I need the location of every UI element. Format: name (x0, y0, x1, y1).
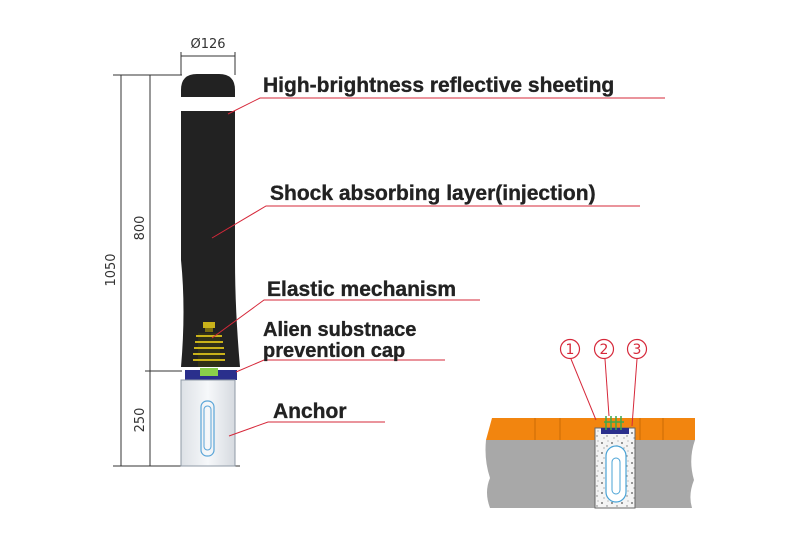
dimension-lines (113, 52, 240, 467)
label-cap-line1: Alien substnace (263, 319, 416, 341)
label-reflective-sheeting: High-brightness reflective sheeting (263, 74, 614, 97)
bollard-body (181, 74, 240, 367)
ground-base (485, 440, 695, 508)
cap-plate (200, 368, 218, 376)
leader-lines (211, 97, 665, 437)
cross-section-mechanism (604, 416, 624, 430)
ground-surface-layer (486, 418, 695, 440)
anchor-sleeve (180, 379, 236, 467)
body-height-dimension: 800 (133, 216, 148, 241)
cross-section-cap (601, 428, 629, 434)
anchor-slot-outer (200, 400, 215, 457)
label-cap-line2: prevention cap (263, 340, 405, 362)
anchor-height-dimension: 250 (133, 408, 148, 433)
cross-section-anchor-inner (611, 457, 621, 495)
callout-leaders (570, 358, 638, 427)
total-height-dimension: 1050 (104, 253, 119, 286)
callout-3: 3 (626, 338, 648, 360)
label-shock-absorbing-layer: Shock absorbing layer(injection) (270, 182, 596, 205)
anchor-slot-inner (203, 405, 212, 451)
pavement-joints (534, 418, 664, 440)
installation-cross-section: 1 2 3 (485, 338, 695, 509)
diameter-dimension: Ø126 (190, 37, 225, 52)
label-anchor: Anchor (273, 400, 347, 423)
callout-1: 1 (559, 338, 581, 360)
cross-section-anchor-outer (605, 445, 627, 503)
elastic-mechanism (193, 322, 225, 367)
svg-text:1: 1 (566, 342, 575, 358)
label-elastic-mechanism: Elastic mechanism (267, 278, 456, 301)
callout-2: 2 (593, 338, 615, 360)
svg-text:3: 3 (633, 342, 642, 358)
svg-text:2: 2 (600, 342, 609, 358)
reflective-sheeting (181, 97, 235, 111)
